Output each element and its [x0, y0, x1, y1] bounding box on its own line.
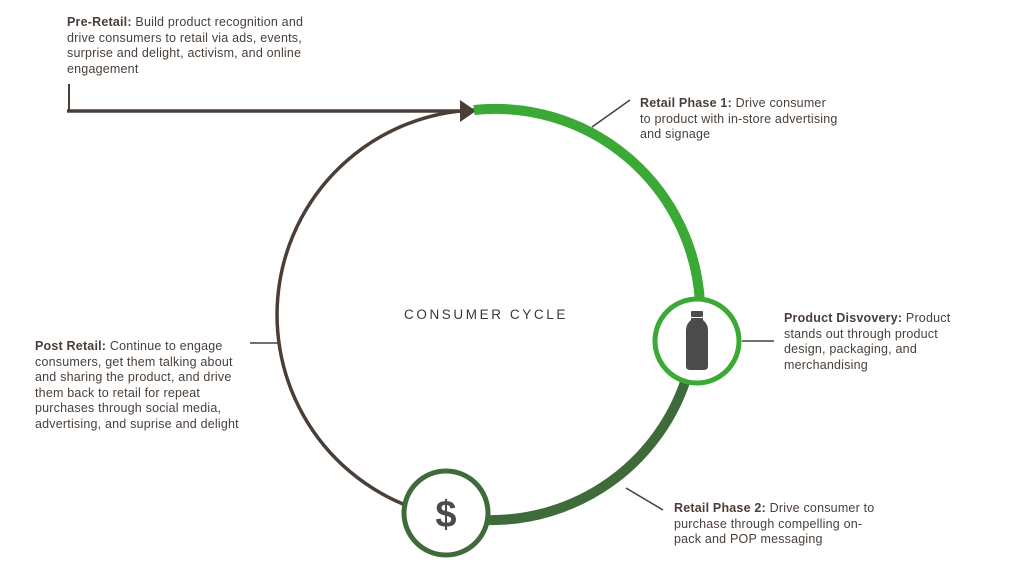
retail-phase-2-text: Drive consumer to purchase through compe…: [674, 501, 875, 546]
purchase-node: [401, 468, 491, 558]
retail-phase-1-arc: [473, 103, 705, 304]
product-discovery-note: Product Disvovery: Product stands out th…: [784, 311, 969, 373]
post-retail-arc: [275, 108, 475, 508]
retail-phase-2-connector: [625, 487, 664, 511]
product-discovery-heading: Product Disvovery:: [784, 311, 903, 325]
post-retail-note: Post Retail: Continue to engage consumer…: [35, 339, 245, 432]
product-discovery-text: Product stands out through product desig…: [784, 311, 951, 372]
post-retail-text: Continue to engage consumers, get them t…: [35, 339, 239, 431]
retail-phase-2-arc: [485, 374, 692, 526]
retail-phase-1-note: Retail Phase 1: Drive consumer to produc…: [640, 96, 840, 143]
dollar-sign-icon: $: [435, 494, 456, 536]
diagram-title: CONSUMER CYCLE: [404, 307, 568, 322]
pre-retail-text: Build product recognition and drive cons…: [67, 15, 304, 76]
retail-phase-1-connector: [591, 99, 631, 128]
retail-phase-1-text: Drive consumer to product with in-store …: [640, 96, 838, 141]
retail-phase-2-heading: Retail Phase 2:: [674, 501, 766, 515]
pre-retail-heading: Pre-Retail:: [67, 15, 132, 29]
retail-phase-2-note: Retail Phase 2: Drive consumer to purcha…: [674, 501, 889, 548]
post-retail-heading: Post Retail:: [35, 339, 107, 353]
pre-retail-note: Pre-Retail: Build product recognition an…: [67, 15, 312, 77]
retail-phase-1-heading: Retail Phase 1:: [640, 96, 732, 110]
bottle-icon: [686, 311, 708, 370]
